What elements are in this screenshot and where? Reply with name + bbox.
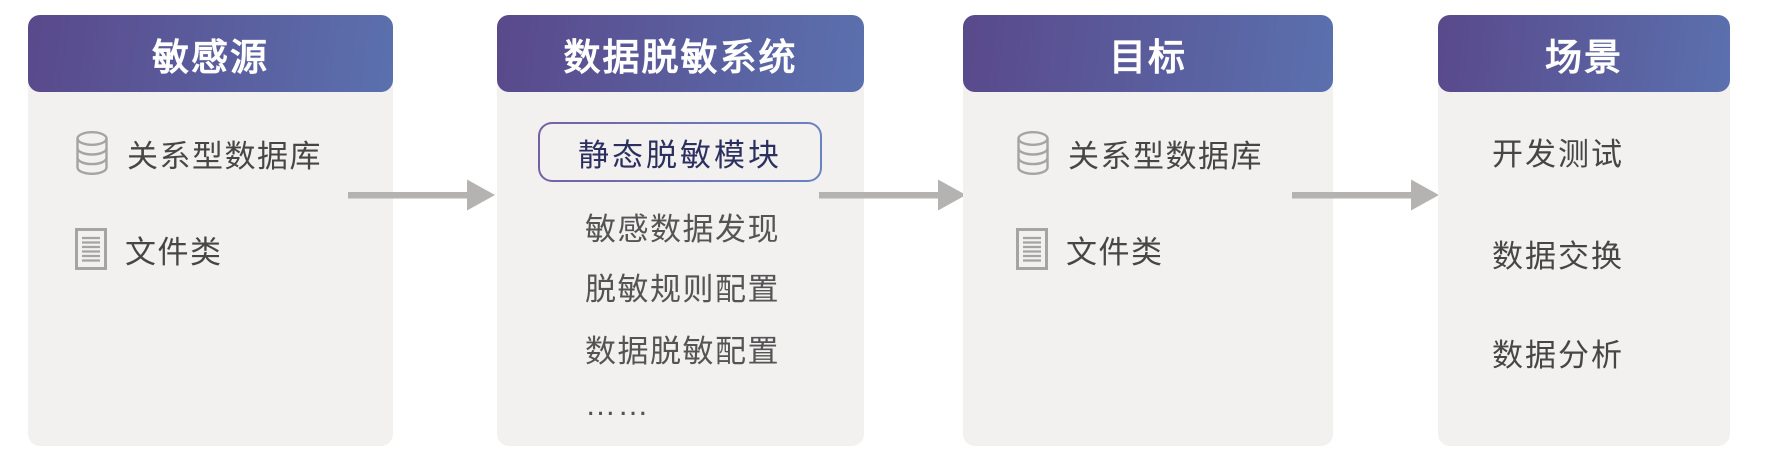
card-target-title: 目标 — [963, 15, 1333, 92]
list-item-label: 脱敏规则配置 — [585, 272, 780, 307]
list-item-label: 敏感数据发现 — [585, 212, 780, 247]
list-item-label: 数据交换 — [1492, 239, 1624, 274]
list-item: 文件类 — [74, 225, 223, 273]
flow-arrow-2 — [819, 178, 966, 212]
static-masking-module-label: 静态脱敏模块 — [540, 124, 820, 180]
list-item-label: 开发测试 — [1492, 137, 1624, 172]
card-sensitive-source-title: 敏感源 — [28, 15, 393, 92]
card-target: 目标 关系型数据库 文件类 — [963, 15, 1333, 446]
ellipsis-label: …… — [585, 387, 650, 422]
flow-arrow-3 — [1292, 178, 1439, 212]
list-item: 关系型数据库 — [74, 129, 322, 177]
database-icon — [74, 130, 110, 176]
card-masking-system: 数据脱敏系统 静态脱敏模块 敏感数据发现 脱敏规则配置 数据脱敏配置 …… — [497, 15, 864, 446]
card-scenario-title: 场景 — [1438, 15, 1730, 92]
document-icon — [1015, 227, 1049, 271]
document-icon — [74, 227, 108, 271]
card-sensitive-source: 敏感源 关系型数据库 文件类 — [28, 15, 393, 446]
card-masking-system-title: 数据脱敏系统 — [497, 15, 864, 92]
list-item: 文件类 — [1015, 225, 1164, 273]
flow-arrow-1 — [348, 178, 495, 212]
list-item-label: 数据脱敏配置 — [585, 334, 780, 369]
list-item-label: 文件类 — [1066, 234, 1164, 270]
list-item-label: 文件类 — [125, 234, 223, 270]
list-item-label: 数据分析 — [1492, 338, 1624, 373]
list-item: 关系型数据库 — [1015, 129, 1263, 177]
static-masking-module-box: 静态脱敏模块 — [538, 122, 822, 182]
list-item-label: 关系型数据库 — [127, 138, 322, 174]
list-item-label: 关系型数据库 — [1068, 138, 1263, 174]
card-scenario: 场景 开发测试 数据交换 数据分析 — [1438, 15, 1730, 446]
database-icon — [1015, 130, 1051, 176]
